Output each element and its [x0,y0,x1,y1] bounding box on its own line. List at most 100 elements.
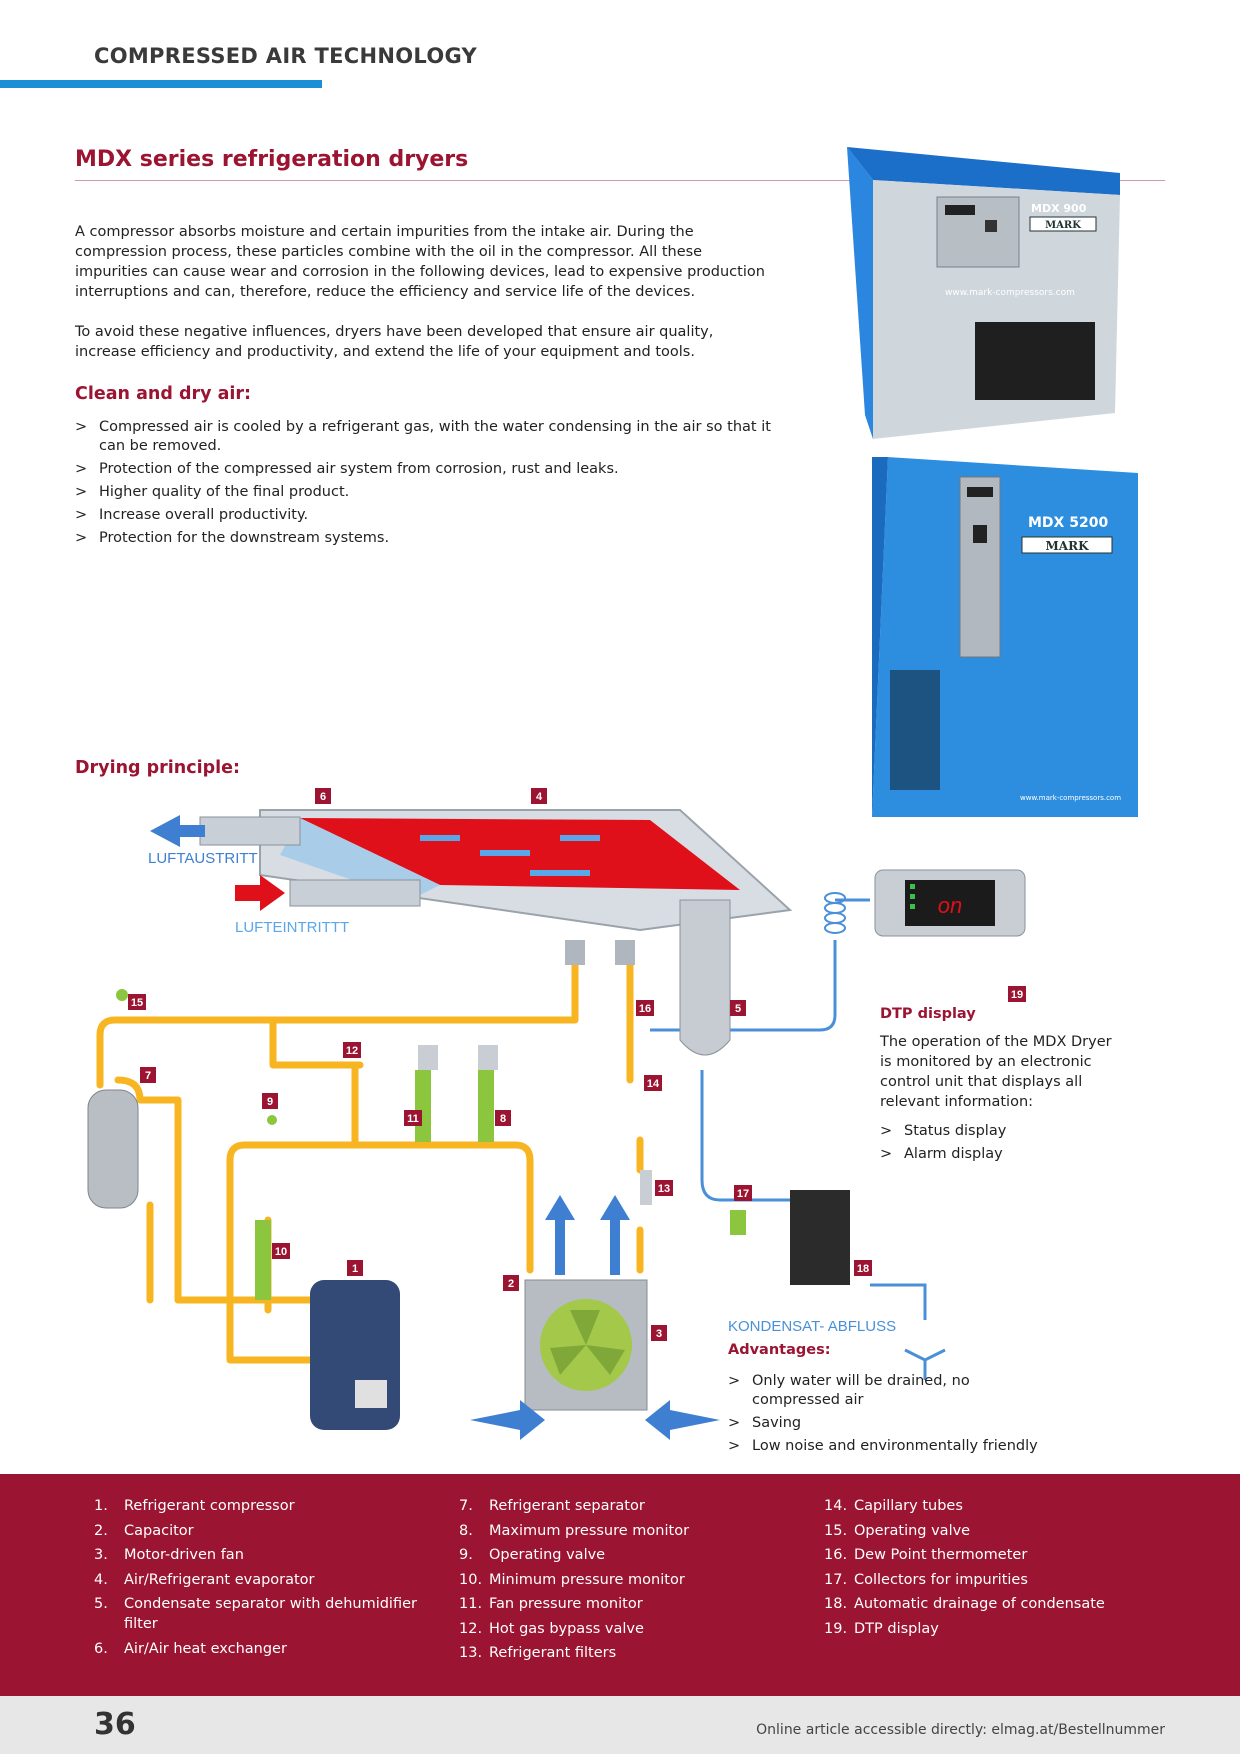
list-item: >Status display [880,1123,1007,1139]
impurity-collector [730,1210,746,1235]
badge-2: 2 [508,1278,514,1290]
dtp-feature-list: >Status display >Alarm display [880,1122,1120,1168]
badge-17: 17 [737,1188,749,1200]
list-item: >Protection of the compressed air system… [75,461,619,477]
second-paragraph: To avoid these negative influences, drye… [75,324,714,360]
legend-item: 12.Hot gas bypass valve [459,1620,644,1637]
connector [565,940,585,965]
sensor-line [650,940,837,1032]
drying-principle-diagram: LUFTAUSTRITT LUFTEINTRITTT on KONDENSAT-… [87,788,1026,1440]
condensate-separator [679,899,731,1056]
badge-12: 12 [346,1045,358,1057]
legend-item: 13.Refrigerant filters [459,1645,617,1661]
model-label: MDX 900 [1031,202,1087,215]
air-outlet-arrow [150,815,205,847]
footer-note: Online article accessible directly: elma… [756,1722,1165,1738]
advantages-list: >Only water will be drained, no compress… [728,1372,1058,1460]
drain-line [870,1283,927,1320]
air-inlet-label: LUFTEINTRITTT [235,919,349,936]
title-divider [75,180,1165,181]
fan-air-arrows [470,1195,720,1440]
badge-8: 8 [500,1113,506,1125]
legend-item: 6.Air/Air heat exchanger [94,1640,287,1657]
panel-display [967,487,993,497]
valves [116,989,746,1300]
brand-plate [1029,216,1097,232]
dtp-leds [910,884,915,909]
badge-18: 18 [857,1263,869,1275]
badge-16: 16 [639,1003,651,1015]
page-number: 36 [94,1707,136,1742]
list-item: >Low noise and environmentally friendly [728,1438,1038,1454]
pipe [269,1016,364,1069]
badge-7: 7 [145,1070,151,1082]
legend-item: 3.Motor-driven fan [94,1547,244,1563]
condensate-drain-label: KONDENSAT- ABFLUSS [728,1318,896,1335]
list-item: >Protection for the downstream systems. [75,530,390,546]
sensor-coil [824,892,846,934]
component-legend: 1.Refrigerant compressor 2.Capacitor 3.M… [0,1474,1240,1696]
brand-label: MARK [1046,539,1090,553]
valve-head [478,1045,498,1070]
dtp-heading: DTP display [880,1006,976,1022]
side-vent [890,670,940,790]
legend-item: 18.Automatic drainage of condensate [824,1596,1105,1612]
page-title: MDX series refrigeration dryers [75,147,469,172]
legend-item: 5.Condensate separator with dehumidifier… [94,1596,417,1632]
badge-19: 19 [1011,989,1023,1001]
list-item: >Saving [728,1415,802,1431]
intro-paragraph: A compressor absorbs moisture and certai… [75,224,765,300]
badge-3: 3 [656,1328,662,1340]
list-item: >Higher quality of the final product. [75,484,350,500]
legend-item: 17.Collectors for impurities [824,1571,1028,1588]
list-item: >Increase overall productivity. [75,507,309,523]
legend-item: 4.Air/Refrigerant evaporator [94,1571,315,1588]
badge-11: 11 [407,1113,419,1125]
connector [615,940,635,965]
legend-item: 15.Operating valve [824,1522,971,1539]
badge-13: 13 [658,1183,670,1195]
legend-item: 7.Refrigerant separator [459,1498,645,1514]
url-label: www.mark-compressors.com [1020,794,1121,802]
drain-outlet [904,1348,946,1380]
automatic-condensate-drain [790,1190,850,1285]
legend-item: 14.Capillary tubes [824,1498,963,1514]
drain-line [700,1070,790,1202]
air-outlet-label: LUFTAUSTRITT [148,850,258,867]
legend-item: 8.Maximum pressure monitor [459,1522,690,1539]
pressure-monitor-8 [478,1070,494,1142]
badge-15: 15 [131,997,143,1009]
pipe [114,1076,182,1304]
refrigerant-separator [87,1089,139,1209]
badge-14: 14 [647,1078,660,1090]
legend-item: 16.Dew Point thermometer [824,1547,1028,1563]
list-item: >Compressed air is cooled by a refrigera… [75,419,771,454]
legend-item: 2.Capacitor [94,1522,194,1539]
pipe [226,1141,534,1364]
panel-switch [985,220,997,232]
list-item: >Only water will be drained, no compress… [728,1373,970,1408]
badge-1: 1 [352,1263,358,1275]
mdx900-dryer-image: MDX 900 MARK www.mark-compressors.com [847,147,1120,439]
compressor-plate [355,1380,387,1408]
badge-6: 6 [320,791,326,803]
legend-column-2: 7.Refrigerant separator 8.Maximum pressu… [459,1496,789,1668]
legend-item: 10.Minimum pressure monitor [459,1571,685,1588]
brand-plate [1021,536,1113,554]
pressure-monitor-11 [415,1070,431,1142]
dtp-reading: on [938,893,962,918]
model-label: MDX 5200 [1028,515,1108,531]
legend-column-1: 1.Refrigerant compressor 2.Capacitor 3.M… [94,1496,424,1663]
legend-item: 9.Operating valve [459,1547,606,1563]
unit-side [847,147,873,439]
badge-9: 9 [267,1096,273,1108]
air-inlet-pipe [289,879,421,907]
air-outlet-pipe [199,816,301,846]
header-accent-bar [0,80,322,88]
legend-item: 11.Fan pressure monitor [459,1596,643,1612]
dtp-screen [905,880,995,926]
section-title: COMPRESSED AIR TECHNOLOGY [94,44,478,68]
panel-switch [973,525,987,543]
component-badges: 1 2 3 4 5 6 7 8 9 10 11 12 13 14 15 16 1… [128,788,1026,1341]
air-flow-arrows [420,835,600,876]
